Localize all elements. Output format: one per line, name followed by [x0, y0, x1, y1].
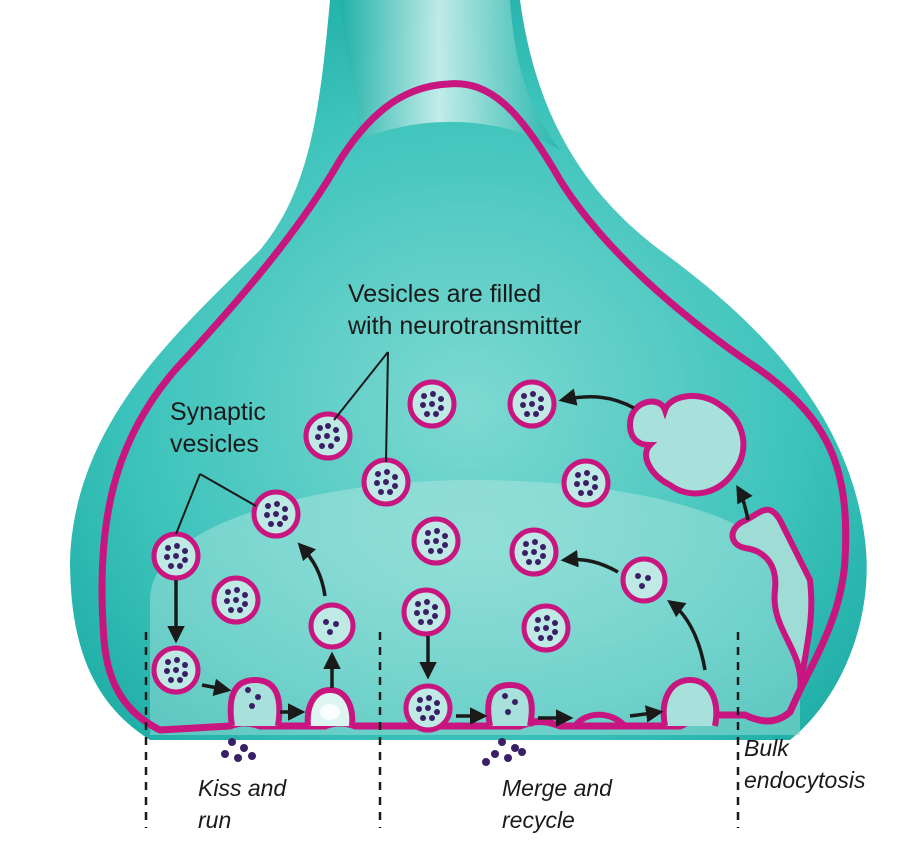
label-bulk-line1: Bulk — [744, 735, 790, 761]
leader-filled-left — [333, 351, 389, 421]
presynaptic-membrane — [98, 80, 850, 734]
label-vesicles-filled-line1: Vesicles are filled — [348, 280, 541, 308]
released-neurotransmitter-merge — [482, 693, 526, 766]
arrow-bud-detach — [667, 599, 707, 671]
label-vesicles-filled-line2: with neurotransmitter — [347, 312, 581, 340]
merge-fusion-vesicle — [485, 681, 535, 727]
arrow-endosome-to-vesicle — [558, 388, 635, 410]
leader-synaptic-right — [199, 473, 257, 507]
label-synaptic-line2: vesicles — [170, 430, 259, 458]
leader-filled-right — [385, 351, 389, 463]
recaptured-vesicle-highlight — [320, 704, 340, 720]
label-kiss-line2: run — [198, 807, 231, 833]
label-synaptic-line1: Synaptic — [170, 398, 266, 426]
arrow-merge-flatten — [629, 705, 664, 723]
partially-filled-vesicle — [620, 556, 668, 604]
vesicles-group — [151, 379, 668, 733]
synaptic-vesicle — [411, 516, 461, 566]
synaptic-vesicle — [303, 411, 353, 461]
released-neurotransmitter-kiss — [221, 687, 261, 762]
kiss-and-run-fusion-pore — [227, 676, 283, 727]
label-bulk-line2: endocytosis — [744, 767, 866, 793]
synaptic-vesicle — [509, 527, 559, 577]
arrows-group — [167, 388, 753, 727]
axon-stem-highlight — [340, 0, 560, 150]
arrow-kiss-refill — [297, 542, 327, 597]
synaptic-vesicle — [211, 575, 261, 625]
merge-endocytic-bud — [660, 676, 720, 727]
bulk-endocytosis-invagination — [729, 506, 815, 691]
label-merge-line1: Merge and — [502, 775, 613, 801]
label-merge-line2: recycle — [502, 807, 575, 833]
divider-lines — [144, 632, 740, 828]
synaptic-vesicle — [401, 587, 451, 637]
arrow-refill-to-pool — [560, 549, 619, 574]
partially-filled-vesicle — [308, 602, 356, 650]
merge-flattened-membrane — [572, 711, 628, 729]
label-kiss-line1: Kiss and — [198, 775, 287, 801]
synaptic-vesicle — [151, 531, 201, 581]
synaptic-vesicle — [361, 457, 411, 507]
arrow-bulk-up — [736, 484, 753, 521]
synaptic-vesicle — [407, 379, 457, 429]
arrow-kiss-fuse — [201, 678, 232, 696]
synaptic-vesicle — [251, 489, 301, 539]
synaptic-vesicle — [521, 603, 571, 653]
synaptic-vesicle — [561, 458, 611, 508]
docked-vesicle — [151, 645, 201, 695]
leader-lines — [175, 351, 389, 535]
bulk-endosome — [626, 392, 747, 497]
synaptic-vesicle — [507, 379, 557, 429]
docked-vesicle — [403, 683, 453, 733]
leader-synaptic-left — [175, 473, 201, 535]
